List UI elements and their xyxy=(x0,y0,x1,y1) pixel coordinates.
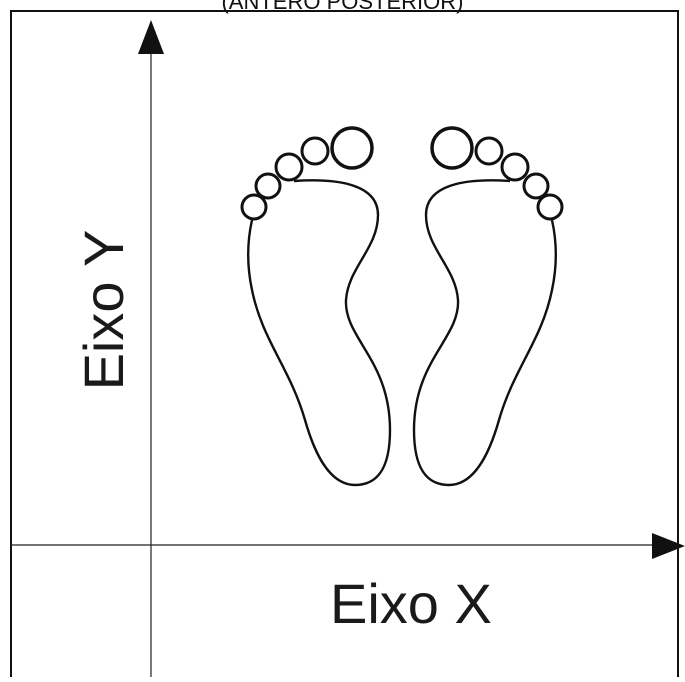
left-big-toe xyxy=(332,128,372,168)
left-toe-2 xyxy=(302,138,328,164)
right-foot-outline xyxy=(414,180,556,485)
left-toe-5 xyxy=(242,195,266,219)
x-axis-label: Eixo X xyxy=(330,572,492,636)
y-axis-label: Eixo Y xyxy=(72,230,136,391)
x-axis-arrowhead-icon xyxy=(652,533,685,559)
right-toe-2 xyxy=(476,138,502,164)
left-toe-4 xyxy=(256,174,280,198)
y-axis-arrowhead-icon xyxy=(138,20,164,54)
right-toe-4 xyxy=(524,174,548,198)
left-footprint-icon xyxy=(242,128,390,485)
right-big-toe xyxy=(432,128,472,168)
left-foot-outline xyxy=(248,180,390,485)
diagram-caption: (ANTERO POSTERIOR) xyxy=(0,0,685,13)
left-toe-3 xyxy=(276,154,302,180)
right-toe-3 xyxy=(502,154,528,180)
right-toe-5 xyxy=(538,195,562,219)
right-footprint-icon xyxy=(414,128,562,485)
